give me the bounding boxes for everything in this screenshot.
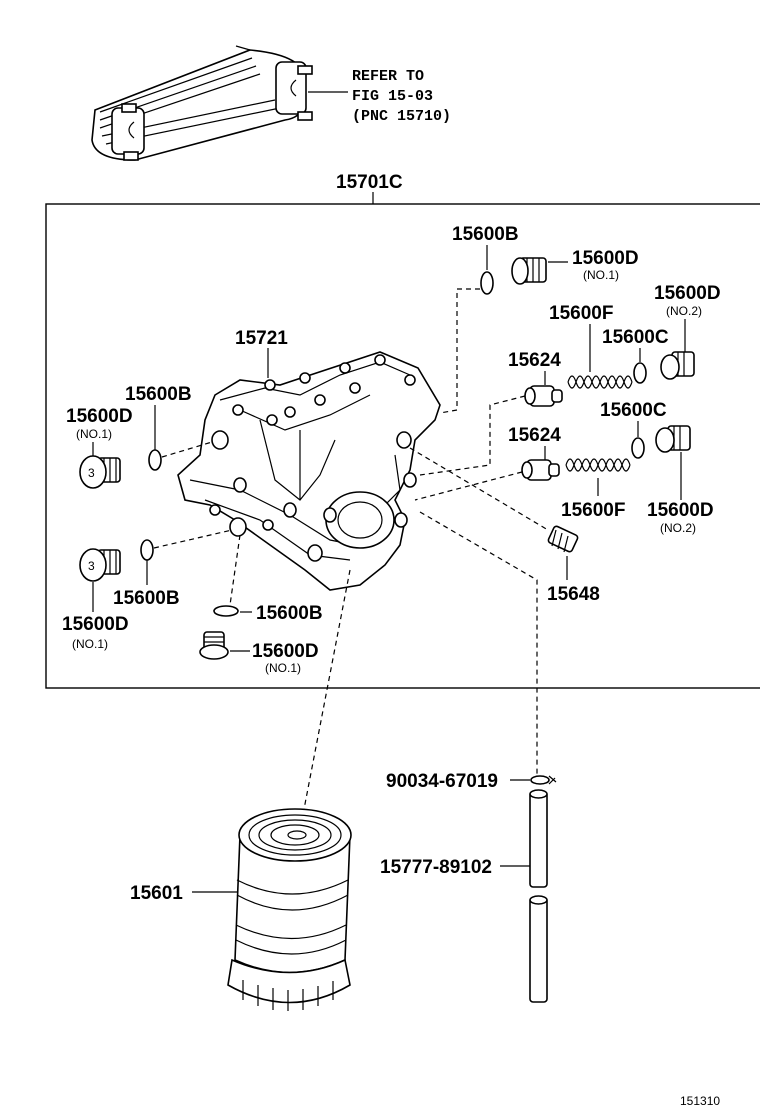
gasket-b-3	[213, 605, 239, 617]
label-housing: 15721	[235, 328, 288, 349]
plug-d-no2-2	[655, 425, 691, 453]
sublabel-plug-d-no2-2: (NO.2)	[660, 521, 696, 535]
gasket-b-4	[480, 271, 494, 295]
sublabel-plug-d-no1-2: (NO.1)	[72, 637, 108, 651]
gasket-c-1	[633, 362, 647, 384]
label-spring-f-2: 15600F	[561, 500, 625, 521]
label-gasket-c-2: 15600C	[600, 400, 667, 421]
label-relief-valve: 15648	[547, 584, 600, 605]
refer-note-line-3: (PNC 15710)	[352, 108, 451, 125]
gasket-c-2	[631, 437, 645, 459]
relief-valve	[547, 525, 579, 553]
label-plug-d-no2-1: 15600D	[654, 283, 721, 304]
plug-d-no1-1: 3	[79, 455, 121, 489]
label-gasket-b-2: 15600B	[113, 588, 180, 609]
sublabel-plug-d-no1-3: (NO.1)	[265, 661, 301, 675]
oil-cooler-illustration	[91, 45, 313, 161]
label-spring-f-1: 15600F	[549, 303, 613, 324]
spring-f-1	[567, 375, 633, 389]
diagram-id: 151310	[680, 1094, 720, 1108]
label-gasket-b-3: 15600B	[256, 603, 323, 624]
label-plug-d-no1-1: 15600D	[66, 406, 133, 427]
pin	[530, 775, 557, 785]
label-gasket-b-4: 15600B	[452, 224, 519, 245]
oil-filter	[227, 808, 352, 1011]
sublabel-plug-d-no2-1: (NO.2)	[666, 304, 702, 318]
label-gasket-b-1: 15600B	[125, 384, 192, 405]
plug-d-no1-2: 3	[79, 548, 121, 582]
pipe	[529, 789, 548, 1003]
valve-1	[524, 385, 563, 407]
spring-f-2	[565, 458, 631, 472]
label-valve-2: 15624	[508, 425, 561, 446]
sublabel-plug-d-no1-1: (NO.1)	[76, 427, 112, 441]
plug-d-no1-3	[199, 631, 229, 660]
svg-text:3: 3	[88, 559, 95, 573]
plug-d-no2-1	[660, 351, 695, 380]
svg-text:3: 3	[88, 466, 95, 480]
gasket-b-2	[140, 539, 154, 561]
label-plug-d-no2-2: 15600D	[647, 500, 714, 521]
group-box	[45, 203, 760, 689]
label-pipe: 15777-89102	[380, 857, 492, 878]
label-gasket-c-1: 15600C	[602, 327, 669, 348]
label-plug-d-no1-3: 15600D	[252, 641, 319, 662]
label-valve-1: 15624	[508, 350, 561, 371]
label-pin: 90034-67019	[386, 771, 498, 792]
sublabel-plug-d-no1-4: (NO.1)	[583, 268, 619, 282]
plug-d-no1-4	[511, 257, 547, 285]
refer-note-line-2: FIG 15-03	[352, 88, 433, 105]
group-label: 15701C	[336, 172, 403, 193]
refer-note-line-1: REFER TO	[352, 68, 424, 85]
label-plug-d-no1-2: 15600D	[62, 614, 129, 635]
label-oil-filter: 15601	[130, 883, 183, 904]
oil-filter-housing	[177, 351, 441, 591]
label-plug-d-no1-4: 15600D	[572, 248, 639, 269]
valve-2	[521, 459, 560, 481]
gasket-b-1	[148, 449, 162, 471]
